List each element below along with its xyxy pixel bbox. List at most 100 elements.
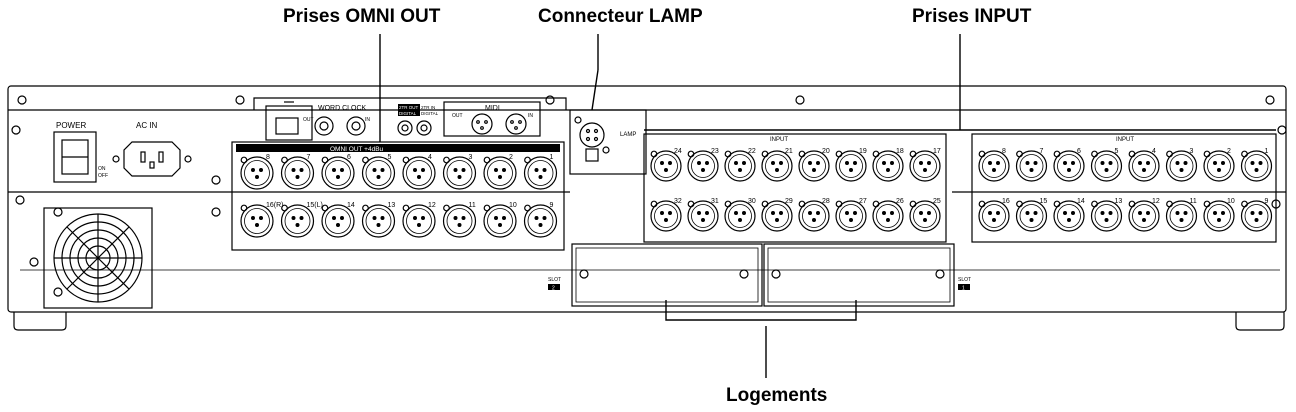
slot-2-label: SLOT [548,277,561,283]
omni-out-jack-4: 4 [402,154,436,190]
omni-out-jack-2: 2 [483,154,517,190]
slot-2-badge [548,284,560,290]
omni-out-jack-label: 6 [347,154,351,161]
input-left-jack-label: 30 [748,198,756,205]
omni-out-jack-label: 7 [307,154,311,161]
digital-io [265,101,541,141]
omni-out-jack-3: 3 [442,154,477,190]
omni-out-jack-5: 5 [361,154,396,190]
input-right-jack-14: 14 [1053,198,1085,232]
input-right-jack-5: 5 [1090,148,1123,182]
input-left-jack-23: 23 [687,148,719,182]
omni-out-jack-14: 14 [321,202,355,238]
omni-out-jack-10: 10 [483,202,517,238]
input-left-jack-17: 17 [909,148,941,182]
omni-out-jack-label: 11 [469,202,476,209]
input-left-jack-label: 17 [933,148,941,155]
input-left-jack-21: 21 [761,148,793,182]
input-left-jack-24: 24 [650,148,682,182]
out-digital-top: 2TR OUT [399,105,419,110]
callout-input: Prises INPUT [912,6,1032,27]
input-right-jack-13: 13 [1090,198,1123,232]
omni-out-jack-label: 13 [388,202,396,209]
slot-2 [571,243,763,307]
input-right-jack-label: 2 [1227,148,1231,155]
input-left-jack-30: 30 [724,198,756,232]
input-right-jack-label: 6 [1077,148,1081,155]
input-left-jack-28: 28 [798,198,830,232]
input-left-jack-label: 19 [859,148,867,155]
ac-inlet [112,141,192,177]
input-left-jack-19: 19 [835,148,867,182]
omni-out-jack-label: 1 [550,154,554,161]
omni-out-jack-12: 12 [402,202,436,238]
input-left-jack-26: 26 [872,198,904,232]
input-right-jack-7: 7 [1015,148,1048,182]
out-digital-badge [398,104,420,116]
omni-out-jack-11: 11 [442,202,477,238]
input-right-jack-11: 11 [1165,198,1198,232]
input-right-jack-label: 1 [1265,148,1269,155]
input-right-header: INPUT [1116,137,1134,143]
lamp-connector [569,109,647,175]
input-left-jack-label: 25 [933,198,941,205]
in-digital-top: 2TR IN [421,105,435,110]
input-left-jack-label: 31 [711,198,719,205]
input-left-jack-label: 28 [822,198,830,205]
input-left-jack-label: 18 [896,148,904,155]
omni-out-jack-9: 9 [523,202,558,238]
input-right-jack-label: 4 [1152,148,1156,155]
wc-out-label: OUT [303,117,314,123]
omni-out-jack-label: 10 [509,202,517,209]
cooling-fan [43,207,153,309]
input-left-jack-label: 29 [785,198,793,205]
input-left-header: INPUT [770,137,788,143]
omni-out-jack-label: 15(L) [307,202,323,209]
input-right-jack-label: 10 [1227,198,1235,205]
midi-label: MIDI [485,105,500,112]
input-left-jack-22: 22 [724,148,756,182]
power-label: POWER [56,121,86,130]
power-switch[interactable] [53,131,97,183]
omni-out-jack-7: 7 [280,154,315,190]
input-right-jack-16: 16 [978,198,1010,232]
slot-2-number: 2 [552,286,555,292]
omni-out-jack-1: 1 [523,154,558,190]
power-off-label: OFF [98,173,108,179]
word-clock-label: WORD CLOCK [318,105,367,112]
out-digital-bottom: DIGITAL [399,111,417,116]
input-right-jack-8: 8 [978,148,1010,182]
omni-out-jack-15: 15(L) [280,202,323,238]
input-right-jack-3: 3 [1165,148,1198,182]
callout-lamp: Connecteur LAMP [538,6,703,27]
omni-out-jack-label: 14 [347,202,355,209]
omni-out-jack-label: 5 [388,154,392,161]
input-right-jack-label: 13 [1115,198,1123,205]
input-right-jack-label: 9 [1265,198,1269,205]
input-right-jack-10: 10 [1203,198,1235,232]
input-right-jack-label: 11 [1190,198,1197,205]
input-right-jack-12: 12 [1128,198,1160,232]
input-right-jack-label: 5 [1115,148,1119,155]
input-left-jack-25: 25 [909,198,941,232]
omni-out-jack-label: 9 [550,202,554,209]
input-left-jack-label: 20 [822,148,830,155]
input-left-jack-label: 22 [748,148,756,155]
input-right-jack-6: 6 [1053,148,1085,182]
midi-in-label: IN [528,113,533,119]
input-right-jack-2: 2 [1203,148,1235,182]
chassis [7,85,1287,331]
slot-1-number: 1 [962,286,965,292]
omni-out-jack-label: 12 [428,202,436,209]
input-right-jack-label: 8 [1002,148,1006,155]
omni-out-jack-label: 8 [266,154,270,161]
wc-in-label: IN [365,117,370,123]
input-right-jack-1: 1 [1240,148,1273,182]
input-right-jack-15: 15 [1015,198,1047,232]
omni-out-jack-label: 3 [469,154,473,161]
omni-header-bar [236,144,560,152]
input-left-jack-label: 26 [896,198,904,205]
ac-in-label: AC IN [136,121,158,130]
